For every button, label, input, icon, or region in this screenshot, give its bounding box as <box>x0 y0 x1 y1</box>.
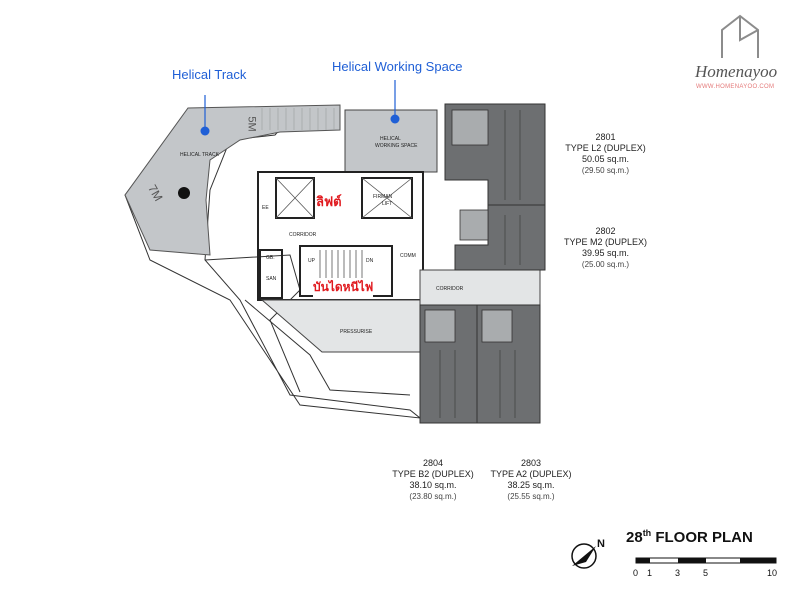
unit-code: 2803 <box>520 458 542 468</box>
comm-label: COMM <box>400 253 416 259</box>
dimension-5m: 5M <box>245 116 258 132</box>
lift-thai-label: ลิฟต์ <box>316 191 342 212</box>
unit-area: 38.10 sq.m. <box>409 480 457 490</box>
unit-type: TYPE B2 (DUPLEX) <box>392 469 474 479</box>
helical-track-band <box>124 104 341 256</box>
stair-dn-label: DN <box>366 258 374 264</box>
unit-area-secondary: (29.50 sq.m.) <box>581 166 630 175</box>
helical-track-room-label: HELICAL TRACK <box>180 152 219 158</box>
unit-2801-info: 2801 TYPE L2 (DUPLEX) 50.05 sq.m. (29.50… <box>548 132 663 176</box>
san-label: SAN <box>266 276 277 282</box>
unit-area-secondary: (25.00 sq.m.) <box>581 260 630 269</box>
scale-tick: 1 <box>647 568 653 578</box>
unit-2804-info: 2804 TYPE B2 (DUPLEX) 38.10 sq.m. (23.80… <box>378 458 488 502</box>
unit-area: 38.25 sq.m. <box>507 480 555 490</box>
fireman-lift-label-2: LIFT <box>382 201 393 207</box>
brand-name: Homenayoo <box>695 62 778 81</box>
unit-interiors <box>424 109 513 343</box>
fire-stair-thai-label: บันไดหนีไฟ <box>313 278 374 297</box>
scale-bar <box>635 557 777 564</box>
unit-code: 2802 <box>595 226 616 236</box>
unit-type: TYPE A2 (DUPLEX) <box>490 469 572 479</box>
stair-up-label: UP <box>308 258 315 264</box>
helical-ws-label-2: WORKING SPACE <box>375 143 418 149</box>
scale-tick: 10 <box>767 568 778 578</box>
helical-ws-label-1: HELICAL <box>380 136 401 142</box>
helical-track-annotation: Helical Track <box>172 67 247 82</box>
floor-plan-label: FLOOR PLAN <box>655 529 753 546</box>
pressurise-room <box>260 299 421 353</box>
unit-type: TYPE L2 (DUPLEX) <box>565 143 646 153</box>
unit-2803-info: 2803 TYPE A2 (DUPLEX) 38.25 sq.m. (25.55… <box>476 458 586 502</box>
unit-area: 39.95 sq.m. <box>581 248 630 258</box>
brand-url: WWW.HOMENAYOO.COM <box>696 84 775 90</box>
house-logo-icon <box>721 14 759 58</box>
north-label: N <box>597 538 605 550</box>
fireman-lift-label-1: FIRMAN <box>373 194 393 200</box>
helical-working-space-pin-icon <box>390 114 400 124</box>
unit-area: 50.05 sq.m. <box>581 154 630 164</box>
annotation-leaders <box>204 80 396 128</box>
unit-code: 2804 <box>422 458 444 468</box>
unit-code: 2801 <box>595 132 616 142</box>
helical-working-space-annotation: Helical Working Space <box>332 59 463 74</box>
scale-tick: 0 <box>633 568 639 578</box>
corridor-label-west: CORRIDOR <box>289 232 317 238</box>
floor-number: 28 <box>626 529 643 546</box>
unit-partitions <box>439 110 521 418</box>
gb-label: GB. <box>266 255 275 261</box>
track-hub-marker <box>178 187 190 199</box>
floor-suffix: th <box>642 528 652 538</box>
scale-tick: 5 <box>703 568 709 578</box>
track-hatch <box>261 108 335 130</box>
ee-label: EE <box>262 205 269 211</box>
unit-type: TYPE M2 (DUPLEX) <box>563 237 648 247</box>
pressurise-label: PRESSURISE <box>340 329 373 335</box>
unit-area-secondary: (25.55 sq.m.) <box>507 492 555 501</box>
unit-area-secondary: (23.80 sq.m.) <box>409 492 457 501</box>
units-block <box>419 103 546 424</box>
corridor-label-east: CORRIDOR <box>436 286 464 292</box>
floor-plan-title: 28th FLOOR PLAN <box>626 528 753 546</box>
unit-2802-info: 2802 TYPE M2 (DUPLEX) 39.95 sq.m. (25.00… <box>548 226 663 270</box>
scale-tick: 3 <box>675 568 681 578</box>
north-arrow-icon <box>571 543 597 569</box>
unit-2802-area <box>454 204 546 271</box>
helical-track-pin-icon <box>200 126 210 136</box>
